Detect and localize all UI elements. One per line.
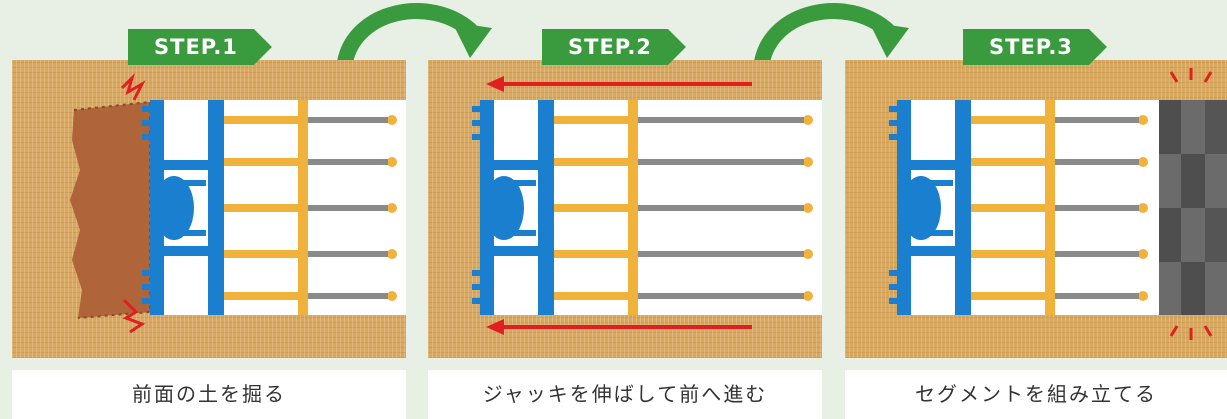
segment-rings: [554, 100, 813, 315]
step-1-badge: STEP.1: [128, 29, 272, 65]
jack-rods: [1055, 117, 1139, 299]
step-2-badge: STEP.2: [542, 29, 686, 65]
burst-icon: [122, 298, 146, 334]
sparkle-icon: [1169, 325, 1213, 340]
motion-arrow-icon: [486, 319, 752, 335]
sparkle-icon: [1169, 68, 1213, 83]
step-2-caption: ジャッキを伸ばして前へ進む: [428, 370, 822, 419]
step-3-caption: セグメントを組み立てる: [845, 370, 1227, 419]
step-1-diagram: [70, 72, 406, 334]
burst-icon: [120, 72, 146, 101]
step-2-diagram: [472, 76, 822, 335]
curved-arrows: [337, 3, 909, 70]
jack-rods: [638, 117, 804, 299]
step-2-panel: STEP.2 ジャッキを伸ばして前へ進む: [428, 0, 822, 419]
step-1-caption: 前面の土を掘る: [12, 370, 406, 419]
segment-rings: [971, 100, 1148, 315]
soil-face: [70, 102, 150, 318]
step-3-diagram: [889, 68, 1227, 340]
shield-machine: [472, 100, 554, 315]
step-3-panel: STEP.3 セグメントを組み立てる: [845, 0, 1227, 419]
curved-arrow-icon: [754, 3, 909, 70]
jack-rods: [308, 117, 388, 299]
step-3-badge: STEP.3: [963, 29, 1107, 65]
motion-arrow-icon: [486, 76, 752, 92]
new-segment-ring: [1159, 100, 1227, 315]
step-1-panel: STEP.1 前面の土を掘る: [12, 0, 406, 419]
shield-machine: [889, 100, 971, 315]
shield-machine: [142, 100, 224, 315]
segment-rings: [224, 100, 397, 315]
curved-arrow-icon: [337, 3, 492, 70]
